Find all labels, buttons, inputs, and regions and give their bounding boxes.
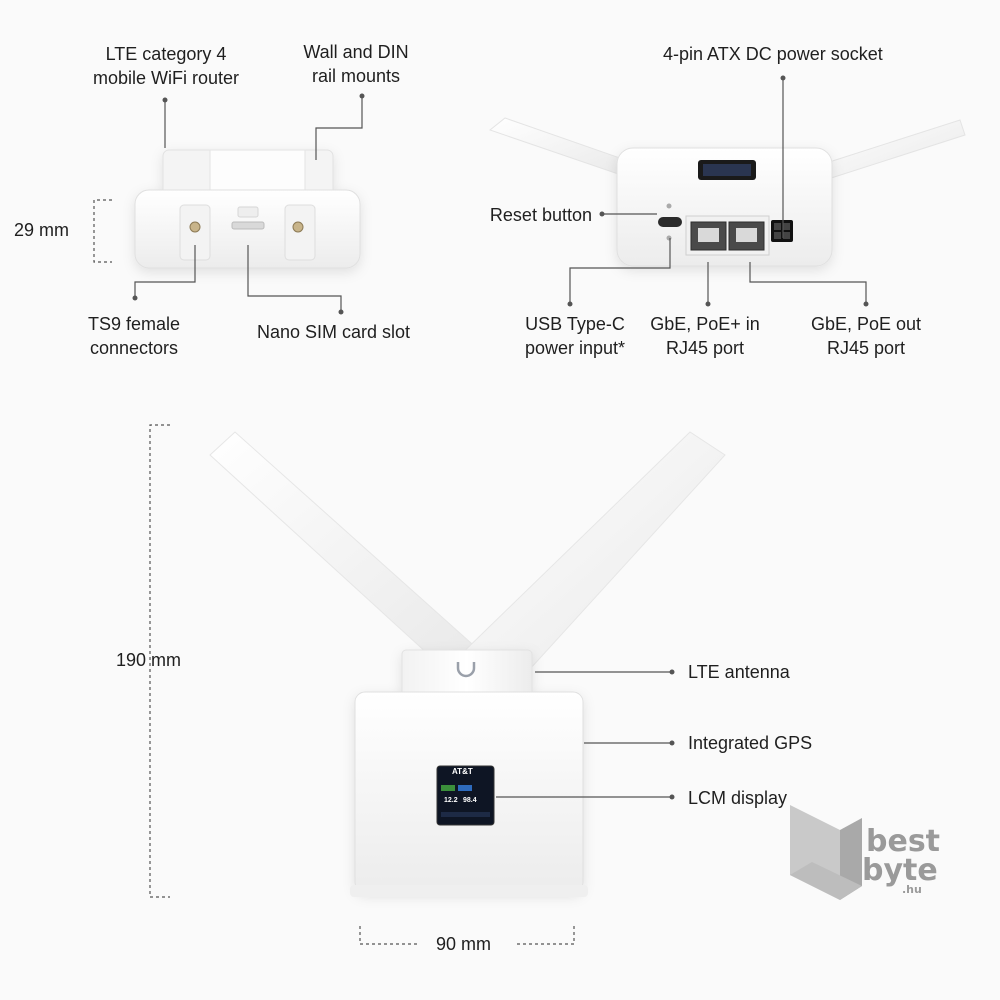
label-usb-c-power: USB Type-C power input*: [524, 314, 626, 358]
logo-text-byte: byte: [862, 853, 938, 888]
label-integrated-gps: Integrated GPS: [688, 733, 813, 753]
label-lte-antenna: LTE antenna: [688, 662, 790, 682]
logo-text-suffix: .hu: [902, 883, 922, 896]
dimension-height: 190 mm: [116, 650, 182, 670]
label-gbe-poe-out: GbE, PoE out RJ45 port: [810, 314, 922, 358]
bestbyte-logo-mark: [790, 805, 862, 900]
screen-down-speed: 12.2: [444, 797, 458, 804]
label-lte-router: LTE category 4 mobile WiFi router: [92, 44, 240, 88]
label-lcm-display: LCM display: [688, 788, 788, 808]
label-wall-din-mounts: Wall and DIN rail mounts: [303, 42, 409, 86]
label-reset-button: Reset button: [489, 205, 592, 225]
dimension-width: 90 mm: [436, 934, 492, 954]
dimension-depth: 29 mm: [14, 220, 70, 240]
router-front-view: [209, 431, 726, 897]
router-bottom-view: [134, 149, 361, 269]
screen-carrier: AT&T: [452, 767, 473, 776]
screen-up-speed: 98.4: [463, 797, 477, 804]
label-atx-power-socket: 4-pin ATX DC power socket: [663, 44, 883, 64]
leader-lines: [93, 78, 867, 945]
leader-dots: [132, 75, 869, 800]
label-ts9-connectors: TS9 female connectors: [87, 314, 181, 358]
router-rear-view: [488, 117, 966, 267]
logo-text-best: best: [866, 824, 941, 859]
label-gbe-poe-in: GbE, PoE+ in RJ45 port: [650, 314, 760, 358]
label-nano-sim-slot: Nano SIM card slot: [257, 322, 411, 342]
